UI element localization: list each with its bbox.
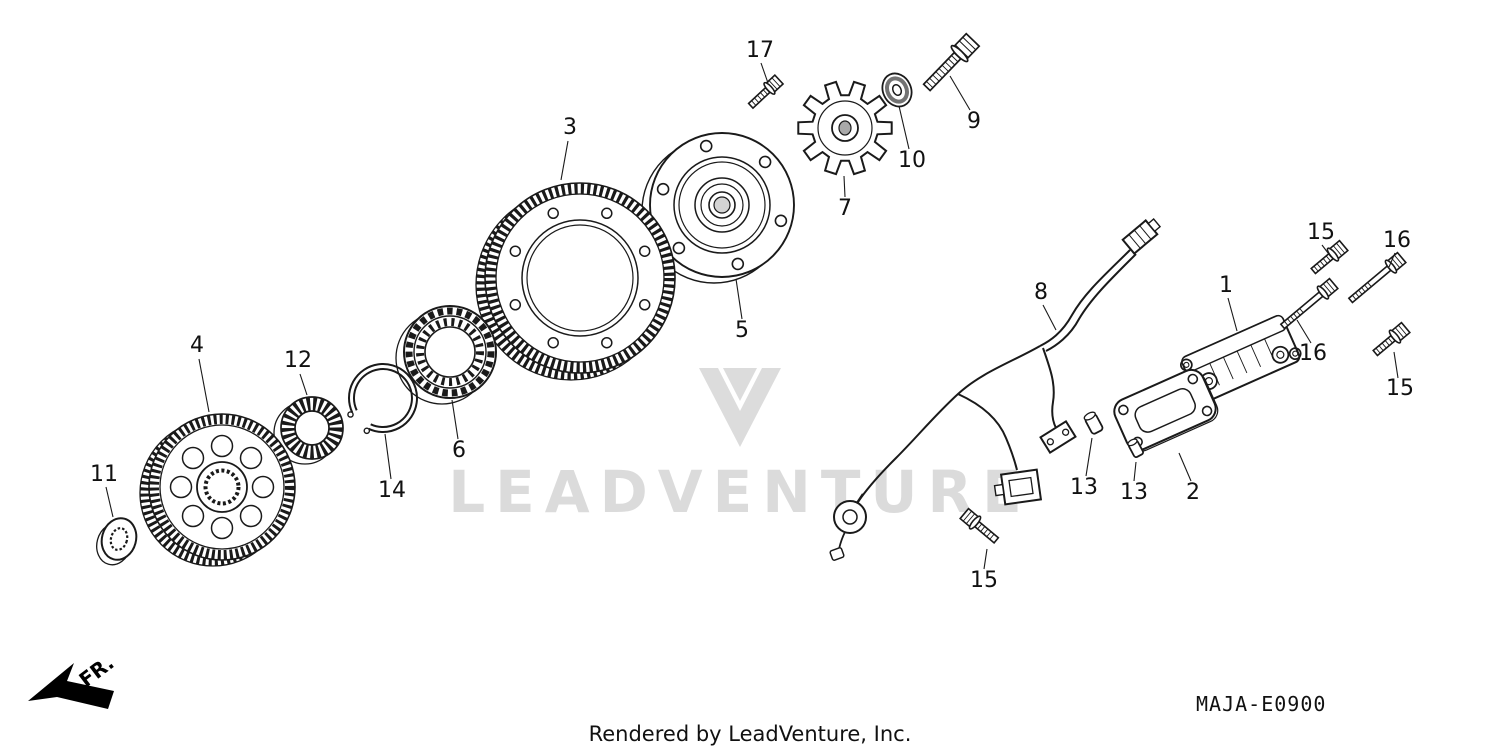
part-5-clutch-outer xyxy=(641,132,795,284)
part-16-bolt-left xyxy=(1279,277,1339,330)
part-15-bolt-right xyxy=(1372,321,1411,357)
part-8-wire-harness xyxy=(829,218,1162,561)
callout-1: 1 xyxy=(1219,273,1233,298)
callout-15-top: 15 xyxy=(1307,220,1335,245)
round-sensor xyxy=(829,493,867,561)
watermark: LEADVENTURE xyxy=(448,368,1032,526)
watermark-text: LEADVENTURE xyxy=(448,458,1032,526)
part-15-bolt-bottom xyxy=(959,507,1000,544)
callout-2: 2 xyxy=(1186,480,1200,505)
callout-14: 14 xyxy=(378,478,406,503)
fr-arrow-icon xyxy=(28,663,114,709)
part-13-collar-b xyxy=(1127,438,1144,458)
callouts: 17 3 9 10 7 5 8 1 15 16 16 15 4 12 14 6 … xyxy=(90,38,1414,593)
part-12-needle-bearing xyxy=(273,396,344,465)
callout-10: 10 xyxy=(898,148,926,173)
callout-3: 3 xyxy=(563,115,577,140)
callout-6: 6 xyxy=(452,438,466,463)
callout-12: 12 xyxy=(284,348,312,373)
part-13-collar-a xyxy=(1083,411,1104,435)
part-9-bolt xyxy=(922,32,981,92)
footer-credit: Rendered by LeadVenture, Inc. xyxy=(588,722,912,746)
watermark-logo xyxy=(699,368,781,447)
sensor-box xyxy=(993,468,1043,506)
pickup-coil xyxy=(1039,420,1077,454)
harness-connector xyxy=(1121,218,1162,255)
part-1-bracket xyxy=(1180,314,1302,404)
callout-7: 7 xyxy=(838,196,852,221)
part-10-washer xyxy=(881,72,913,108)
callout-8: 8 xyxy=(1034,280,1048,305)
part-2-gasket xyxy=(1113,368,1219,452)
part-3-ring-gear xyxy=(475,182,676,381)
callout-9: 9 xyxy=(967,109,981,134)
part-17-bolt xyxy=(747,74,785,110)
callout-13-b: 13 xyxy=(1120,480,1148,505)
part-16-bolt-right xyxy=(1347,251,1407,304)
callout-16-right: 16 xyxy=(1383,228,1411,253)
callout-13-a: 13 xyxy=(1070,475,1098,500)
diagram-code: MAJA-E0900 xyxy=(1196,692,1327,716)
part-15-bolt-top xyxy=(1310,239,1349,275)
part-11-washer xyxy=(96,517,138,566)
leader-lines xyxy=(105,62,1399,570)
part-14-snap-ring xyxy=(347,363,418,435)
callout-15-bottom: 15 xyxy=(970,568,998,593)
part-7-pulse-rotor xyxy=(797,80,893,176)
callout-17: 17 xyxy=(746,38,774,63)
callout-16-left: 16 xyxy=(1299,341,1327,366)
callout-15-right: 15 xyxy=(1386,376,1414,401)
callout-5: 5 xyxy=(735,318,749,343)
part-4-driven-gear xyxy=(139,413,296,567)
fr-direction-arrow: FR. xyxy=(28,650,118,709)
callout-11: 11 xyxy=(90,462,118,487)
part-6-one-way-clutch xyxy=(395,305,497,405)
callout-4: 4 xyxy=(190,333,204,358)
